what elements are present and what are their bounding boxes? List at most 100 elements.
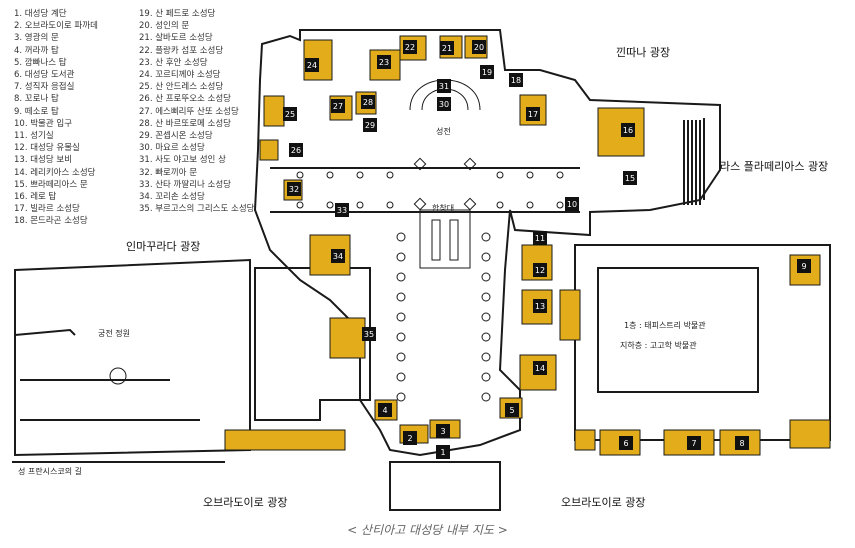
room-marker-number: 25 <box>285 110 295 119</box>
room-marker-box <box>331 99 345 113</box>
room-marker-box <box>437 79 451 93</box>
room-marker-box <box>797 259 811 273</box>
legend-item: 5. 깜빠나스 탑 <box>14 57 67 68</box>
legend-item: 3. 영광의 문 <box>14 33 59 44</box>
room-marker-box <box>533 231 547 245</box>
room-marker-number: 17 <box>528 110 538 119</box>
room-marker-box <box>287 182 301 196</box>
legend-item: 26. 산 프로뚜오소 소성당 <box>139 94 232 105</box>
room-marker-box <box>440 41 454 55</box>
room-marker-box <box>305 58 319 72</box>
legend-item: 17. 빌라르 소성당 <box>14 204 80 215</box>
legend-item: 9. 떼소로 탑 <box>14 106 59 117</box>
legend-item: 10. 박물관 입구 <box>14 118 73 129</box>
room-marker-number: 26 <box>291 146 301 155</box>
legend-column-2: 19. 산 페드로 소성당 20. 성인의 문 21. 살바도르 소성당 22.… <box>139 8 254 215</box>
room-marker-box <box>289 143 303 157</box>
room-marker-number: 7 <box>691 439 696 448</box>
legend-item: 13. 대성당 보비 <box>14 155 73 166</box>
obradoiro-plaza-left-label: 오브라도이로 광장 <box>203 496 288 509</box>
room-marker-box <box>437 97 451 111</box>
room-marker-18: 18 <box>509 73 523 87</box>
palace-garden-label: 궁전 정원 <box>98 329 130 338</box>
room-marker-box <box>363 118 377 132</box>
room-marker-17: 17 <box>526 107 540 121</box>
room-marker-31: 31 <box>437 79 451 93</box>
room-marker-number: 32 <box>289 185 299 194</box>
legend-item: 29. 꼰셉시온 소성당 <box>139 131 213 142</box>
room-marker-box <box>362 327 376 341</box>
room-marker-box <box>533 299 547 313</box>
room-marker-number: 27 <box>333 102 343 111</box>
room-marker-box <box>403 431 417 445</box>
room-marker-number: 24 <box>307 61 317 70</box>
room-marker-26: 26 <box>289 143 303 157</box>
room-marker-box <box>619 436 633 450</box>
room-marker-box <box>735 436 749 450</box>
room-marker-box <box>283 107 297 121</box>
room-marker-20: 20 <box>472 40 486 54</box>
room-marker-number: 34 <box>333 252 343 261</box>
sanctuary-label: 성전 <box>436 127 451 136</box>
room-marker-number: 35 <box>364 330 374 339</box>
legend-item: 21. 살바도르 소성당 <box>139 33 213 44</box>
legend-item: 6. 대성당 도서관 <box>14 70 75 81</box>
street-label: 성 프란시스코의 길 <box>18 467 82 476</box>
room-marker-number: 1 <box>440 448 445 457</box>
platerias-plaza-label: 라스 플라떼리아스 광장 <box>720 160 829 173</box>
room-marker-number: 29 <box>365 121 375 130</box>
room-marker-box <box>436 445 450 459</box>
room-marker-12: 12 <box>533 263 547 277</box>
legend-item: 16. 레로 탑 <box>14 192 57 203</box>
legend-item: 2. 오브라도이로 파까데 <box>14 21 98 32</box>
room-marker-14: 14 <box>533 361 547 375</box>
room-marker-box <box>403 40 417 54</box>
obradoiro-plaza-right-label: 오브라도이로 광장 <box>561 496 646 509</box>
room-marker-number: 12 <box>535 266 545 275</box>
room-marker-number: 16 <box>623 126 633 135</box>
legend-item: 32. 빠로끼아 문 <box>139 167 198 178</box>
legend-item: 31. 사도 야고보 성인 상 <box>139 155 226 166</box>
room-marker-number: 11 <box>535 234 545 243</box>
legend-item: 20. 성인의 문 <box>139 21 190 32</box>
legend-item: 22. 플랑카 섬포 소성당 <box>139 45 224 56</box>
room-marker-box <box>621 123 635 137</box>
room-marker-number: 3 <box>440 427 445 436</box>
inmaculada-plaza-label: 인마꾸라다 광장 <box>126 240 201 253</box>
room-marker-number: 33 <box>337 206 347 215</box>
legend-item: 25. 산 안드레스 소성당 <box>139 82 224 93</box>
room-marker-16: 16 <box>621 123 635 137</box>
museum-floor-label: 1층 : 태피스트리 박물관 <box>624 321 706 330</box>
room-marker-2: 2 <box>403 431 417 445</box>
room-marker-28: 28 <box>361 95 375 109</box>
room-marker-8: 8 <box>735 436 749 450</box>
room-marker-1: 1 <box>436 445 450 459</box>
room-marker-15: 15 <box>623 171 637 185</box>
room-marker-19: 19 <box>480 65 494 79</box>
legend-item: 12. 대성당 유물실 <box>14 143 80 154</box>
room-marker-number: 21 <box>442 44 452 53</box>
legend-item: 15. 쁘라떼리아스 문 <box>14 179 88 190</box>
legend-column-1: 1. 대성당 계단 2. 오브라도이로 파까데 3. 영광의 문 4. 꺼라까 … <box>14 8 98 228</box>
room-marker-number: 6 <box>623 439 628 448</box>
room-marker-22: 22 <box>403 40 417 54</box>
figure-caption: < 산티아고 대성당 내부 지도 > <box>347 523 508 537</box>
legend-item: 23. 산 후안 소성당 <box>139 57 208 68</box>
room-marker-7: 7 <box>687 436 701 450</box>
room-marker-number: 5 <box>509 406 514 415</box>
legend-item: 27. 에스삐리뚜 산또 소성당 <box>139 106 239 117</box>
choir-label: 합창대 <box>432 204 455 213</box>
legend-item: 8. 꼬로나 탑 <box>14 94 59 105</box>
legend-item: 28. 산 바르또로메 소성당 <box>139 118 232 129</box>
room-marker-number: 8 <box>739 439 744 448</box>
museum-basement-label: 지하층 : 고고학 박물관 <box>620 341 697 350</box>
room-marker-number: 20 <box>474 43 484 52</box>
room-marker-box <box>335 203 349 217</box>
legend-item: 7. 성직자 응접실 <box>14 82 75 93</box>
room-marker-box <box>526 107 540 121</box>
room-marker-box <box>378 403 392 417</box>
legend-item: 18. 몬드라곤 소성당 <box>14 216 88 227</box>
legend-item: 35. 부르고스의 그리스도 소성당 <box>139 204 255 215</box>
room-marker-number: 23 <box>379 58 389 67</box>
